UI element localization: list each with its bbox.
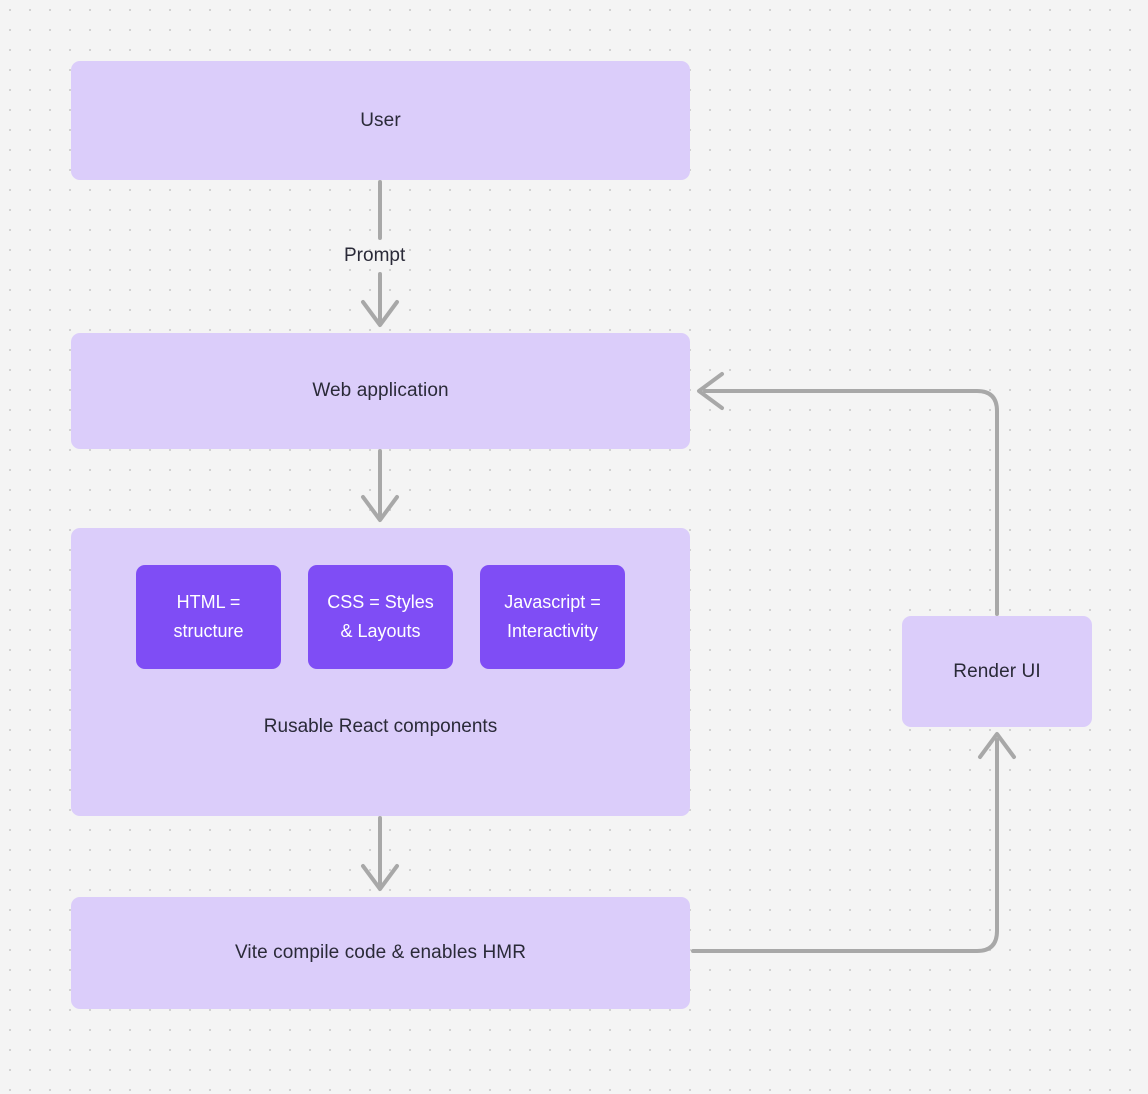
sub-node-row: HTML = structure CSS = Styles & Layouts Ja… — [71, 565, 690, 669]
node-react-components[interactable]: HTML = structure CSS = Styles & Layouts Ja… — [71, 528, 690, 816]
edge-label-prompt: Prompt — [344, 245, 406, 266]
sub-node-javascript[interactable]: Javascript = Interactivity — [480, 565, 625, 669]
node-web-application[interactable]: Web application — [71, 333, 690, 449]
sub-node-css-line1: CSS = Styles — [327, 592, 434, 613]
node-web-application-label: Web application — [312, 380, 449, 402]
sub-node-css[interactable]: CSS = Styles & Layouts — [308, 565, 453, 669]
node-user-label: User — [360, 109, 401, 131]
node-vite[interactable]: Vite compile code & enables HMR — [71, 897, 690, 1009]
edge-components-to-vite — [361, 816, 399, 891]
node-user[interactable]: User — [71, 61, 690, 180]
sub-node-javascript-line1: Javascript = — [504, 592, 601, 613]
sub-node-html-line2: structure — [173, 621, 244, 641]
edge-render-to-webapp — [697, 372, 999, 616]
sub-node-html-label: HTML = structure — [173, 588, 243, 646]
sub-node-html[interactable]: HTML = structure — [136, 565, 281, 669]
edge-webapp-to-components — [361, 449, 399, 522]
sub-node-html-line1: HTML = — [176, 592, 241, 613]
sub-node-css-line2: & Layouts — [340, 621, 421, 641]
node-vite-label: Vite compile code & enables HMR — [234, 942, 527, 964]
node-render-ui-label: Render UI — [953, 660, 1041, 682]
sub-node-javascript-line2: Interactivity — [506, 621, 598, 641]
sub-node-javascript-label: Javascript = Interactivity — [504, 588, 601, 646]
node-react-components-label: Rusable React components — [263, 716, 498, 737]
node-render-ui[interactable]: Render UI — [902, 616, 1092, 727]
sub-node-css-label: CSS = Styles & Layouts — [327, 588, 434, 646]
edge-vite-to-render — [691, 732, 1016, 953]
